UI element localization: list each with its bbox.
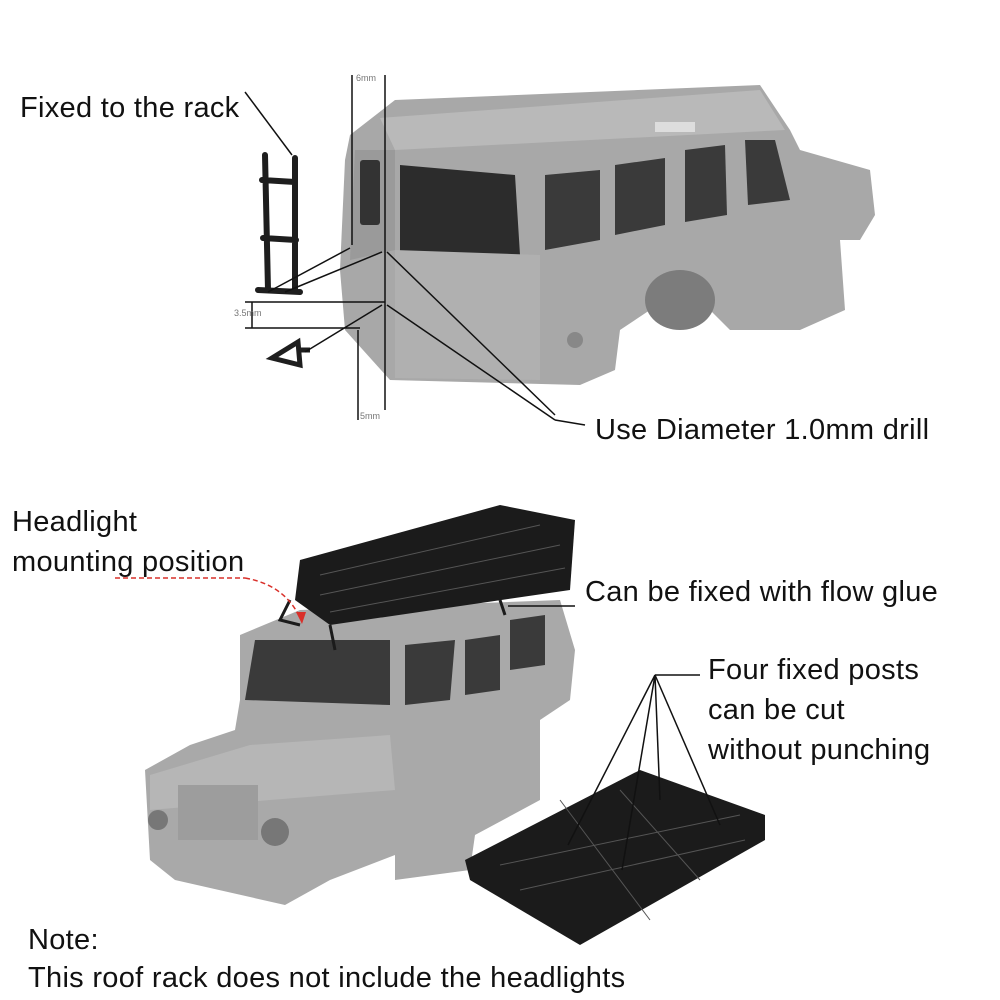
arrow-head-icon [296, 612, 306, 624]
callout-lines [508, 605, 721, 871]
headlight-label-1: Headlight [12, 506, 138, 538]
posts-label-2: can be cut [708, 694, 845, 726]
roof-rack-loose [465, 770, 765, 945]
ladder-part [255, 152, 303, 295]
dimension-side: 3.5mm [234, 308, 262, 318]
roof-rack-mounted [277, 505, 575, 651]
dimension-top: 6mm [356, 73, 376, 83]
ladder-label: Fixed to the rack [20, 92, 240, 124]
tow-hook-part [265, 337, 310, 369]
headlight-label-2: mounting position [12, 546, 245, 578]
note-text: This roof rack does not include the head… [28, 962, 626, 994]
car-body-front-view [145, 600, 575, 905]
glue-label: Can be fixed with flow glue [585, 576, 939, 608]
note-title: Note: [28, 924, 99, 956]
car-body-rear-view [340, 85, 875, 385]
dimension-bottom: 5mm [360, 411, 380, 421]
posts-label-1: Four fixed posts [708, 654, 920, 686]
drill-label: Use Diameter 1.0mm drill [595, 414, 930, 446]
dimension-lines [244, 75, 586, 426]
headlight-arrow [115, 577, 301, 619]
posts-label-3: without punching [708, 734, 931, 766]
